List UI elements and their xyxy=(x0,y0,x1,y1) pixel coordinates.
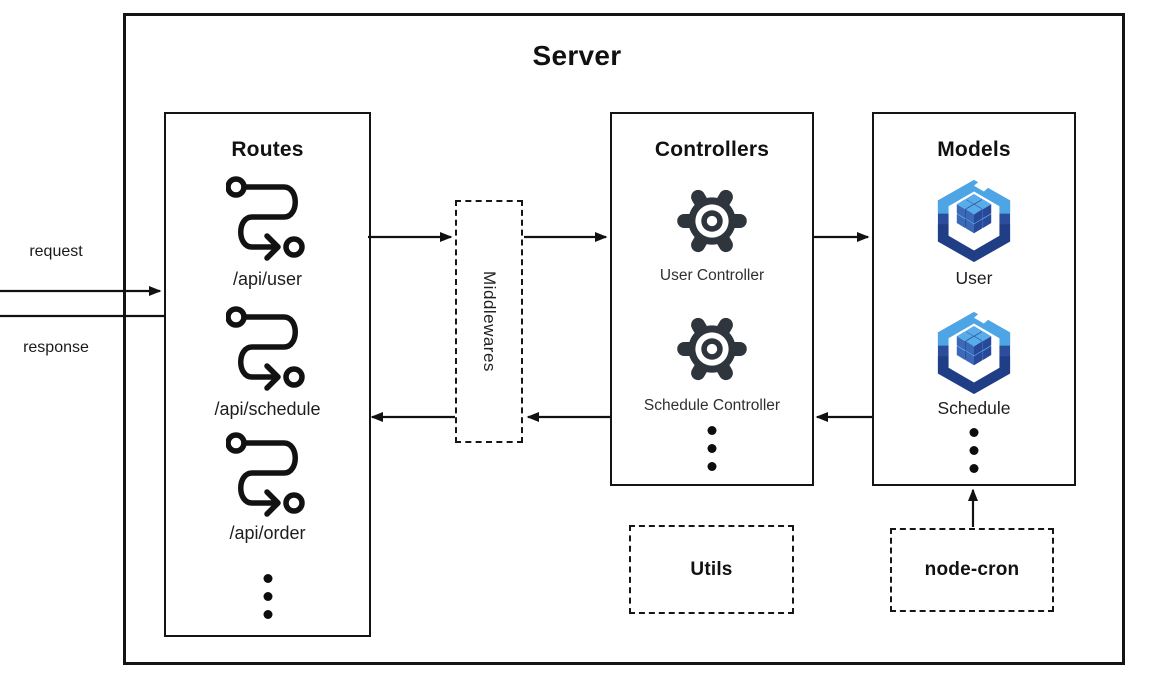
routes-box: Routes /api/user /api/schedule xyxy=(164,112,371,637)
server-title: Server xyxy=(532,40,622,71)
middlewares-box: Middlewares xyxy=(455,200,523,443)
route-icon xyxy=(225,432,305,517)
controllers-box: Controllers User Controller xyxy=(610,112,814,486)
controllers-title: Controllers xyxy=(654,138,770,161)
route-label: /api/user xyxy=(232,269,303,289)
gear-icon xyxy=(677,189,747,253)
node-cron-title: node-cron xyxy=(924,559,1020,580)
server-box xyxy=(123,13,1125,665)
route-icon xyxy=(225,176,305,261)
response-label: response xyxy=(23,339,89,356)
model-label: User xyxy=(955,268,993,288)
routes-title: Routes xyxy=(231,138,304,161)
ellipsis-dots xyxy=(707,426,717,471)
utils-title: Utils xyxy=(690,558,733,580)
module-cube-icon xyxy=(937,180,1011,262)
models-title: Models xyxy=(937,138,1011,161)
ellipsis-dots xyxy=(263,574,272,619)
models-box: Models User xyxy=(872,112,1076,486)
controller-label: User Controller xyxy=(659,267,765,284)
request-label: request xyxy=(29,243,83,260)
middlewares-title: Middlewares xyxy=(480,271,499,372)
utils-box: Utils xyxy=(629,525,794,614)
route-label: /api/schedule xyxy=(214,399,321,419)
route-label: /api/order xyxy=(229,523,306,543)
module-cube-icon xyxy=(937,312,1011,394)
gear-icon xyxy=(677,317,747,381)
node-cron-box: node-cron xyxy=(890,528,1054,612)
model-label: Schedule xyxy=(937,398,1011,418)
controller-label: Schedule Controller xyxy=(643,397,781,414)
ellipsis-dots xyxy=(969,428,979,473)
route-icon xyxy=(225,306,305,391)
